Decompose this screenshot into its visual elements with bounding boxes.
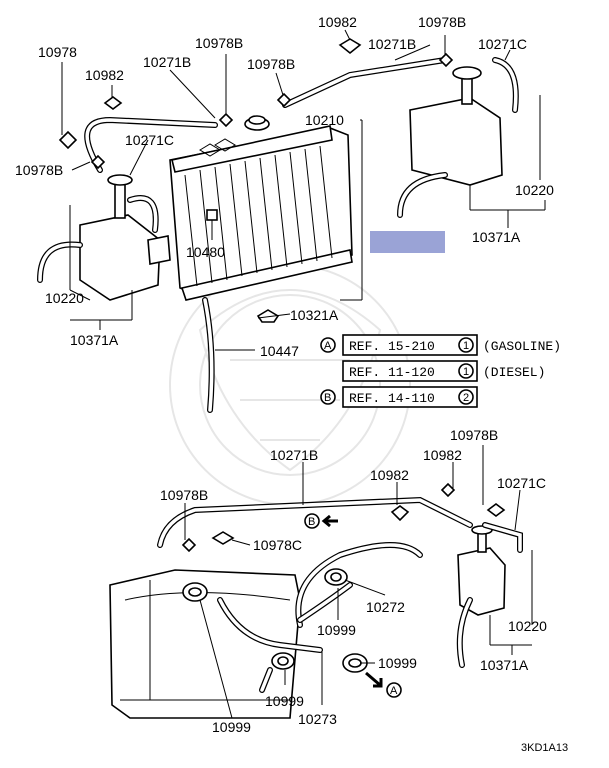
ref-code: REF. 14-110	[349, 391, 435, 406]
part-label: 10982	[370, 467, 409, 483]
part-label: 10271B	[368, 36, 416, 52]
radiator-upper	[169, 125, 353, 301]
part-label: 10321A	[290, 307, 339, 323]
clip-icon	[181, 482, 506, 553]
reservoir-tank-left	[79, 174, 171, 301]
labels-upper: 10978 10982 10271B 10978B 10978B 10271C …	[15, 14, 554, 359]
ref-marker: B	[324, 392, 331, 404]
part-label: 10271C	[497, 475, 546, 491]
ref-code: REF. 11-120	[349, 365, 435, 380]
part-label: 10982	[423, 447, 462, 463]
ref-code: REF. 15-210	[349, 339, 435, 354]
arrow-marker-label: B	[308, 516, 315, 528]
part-label: 10978B	[450, 427, 498, 443]
part-label: 10272	[366, 599, 405, 615]
diagram-id: 3KD1A13	[521, 742, 568, 754]
hose-clamp-icon	[182, 568, 368, 673]
part-label: 10271C	[125, 132, 174, 148]
part-label: 10999	[265, 693, 304, 709]
part-label: 10978C	[253, 537, 302, 553]
ref-note: (GASOLINE)	[483, 339, 561, 354]
ref-num: 1	[463, 366, 469, 378]
part-label: 10371A	[472, 229, 521, 245]
part-label: 10371A	[480, 657, 529, 673]
part-label: 10978	[38, 44, 77, 60]
redaction-box	[370, 231, 445, 253]
part-label: 10210	[305, 112, 344, 128]
labels-lower: 10271B 10982 10982 10978B 10271C 10978B …	[160, 427, 547, 735]
part-label: 10271C	[478, 36, 527, 52]
ref-marker: A	[324, 340, 332, 352]
part-label: 10480	[186, 244, 225, 260]
part-label: 10999	[378, 655, 417, 671]
part-label: 10982	[85, 67, 124, 83]
ref-arrow-a: A	[365, 671, 402, 698]
drain-plug-icon	[256, 309, 280, 323]
reservoir-tank-right-upper	[409, 66, 503, 186]
bolt-10480-icon	[206, 209, 218, 240]
part-label: 10273	[298, 711, 337, 727]
part-label: 10978B	[160, 487, 208, 503]
ref-arrow-b: B	[304, 513, 338, 529]
part-label: 10371A	[70, 332, 119, 348]
part-label: 10978B	[15, 162, 63, 178]
leader-lines-upper	[61, 29, 546, 351]
arrow-marker-label: A	[390, 685, 398, 697]
part-label: 10999	[212, 719, 251, 735]
part-label: 10999	[317, 622, 356, 638]
part-label: 10447	[260, 343, 299, 359]
part-label: 10220	[45, 290, 84, 306]
leader-lines-lower	[184, 445, 533, 719]
clip-icon	[58, 38, 454, 170]
ref-note: (DIESEL)	[483, 365, 545, 380]
part-label: 10978B	[195, 35, 243, 51]
part-label: 10271B	[143, 54, 191, 70]
reservoir-tank-lower	[457, 525, 506, 616]
reference-table: A REF. 15-210 1 (GASOLINE) REF. 11-120 1…	[320, 334, 561, 408]
part-label: 10978B	[418, 14, 466, 30]
part-label: 10220	[515, 182, 554, 198]
part-label: 10982	[318, 14, 357, 30]
ref-num: 2	[463, 392, 469, 404]
radiator-lower	[109, 569, 301, 719]
part-label: 10271B	[270, 447, 318, 463]
radiator-cap-icon	[244, 115, 270, 131]
part-label: 10978B	[247, 56, 295, 72]
part-label: 10220	[508, 618, 547, 634]
ref-num: 1	[463, 340, 469, 352]
